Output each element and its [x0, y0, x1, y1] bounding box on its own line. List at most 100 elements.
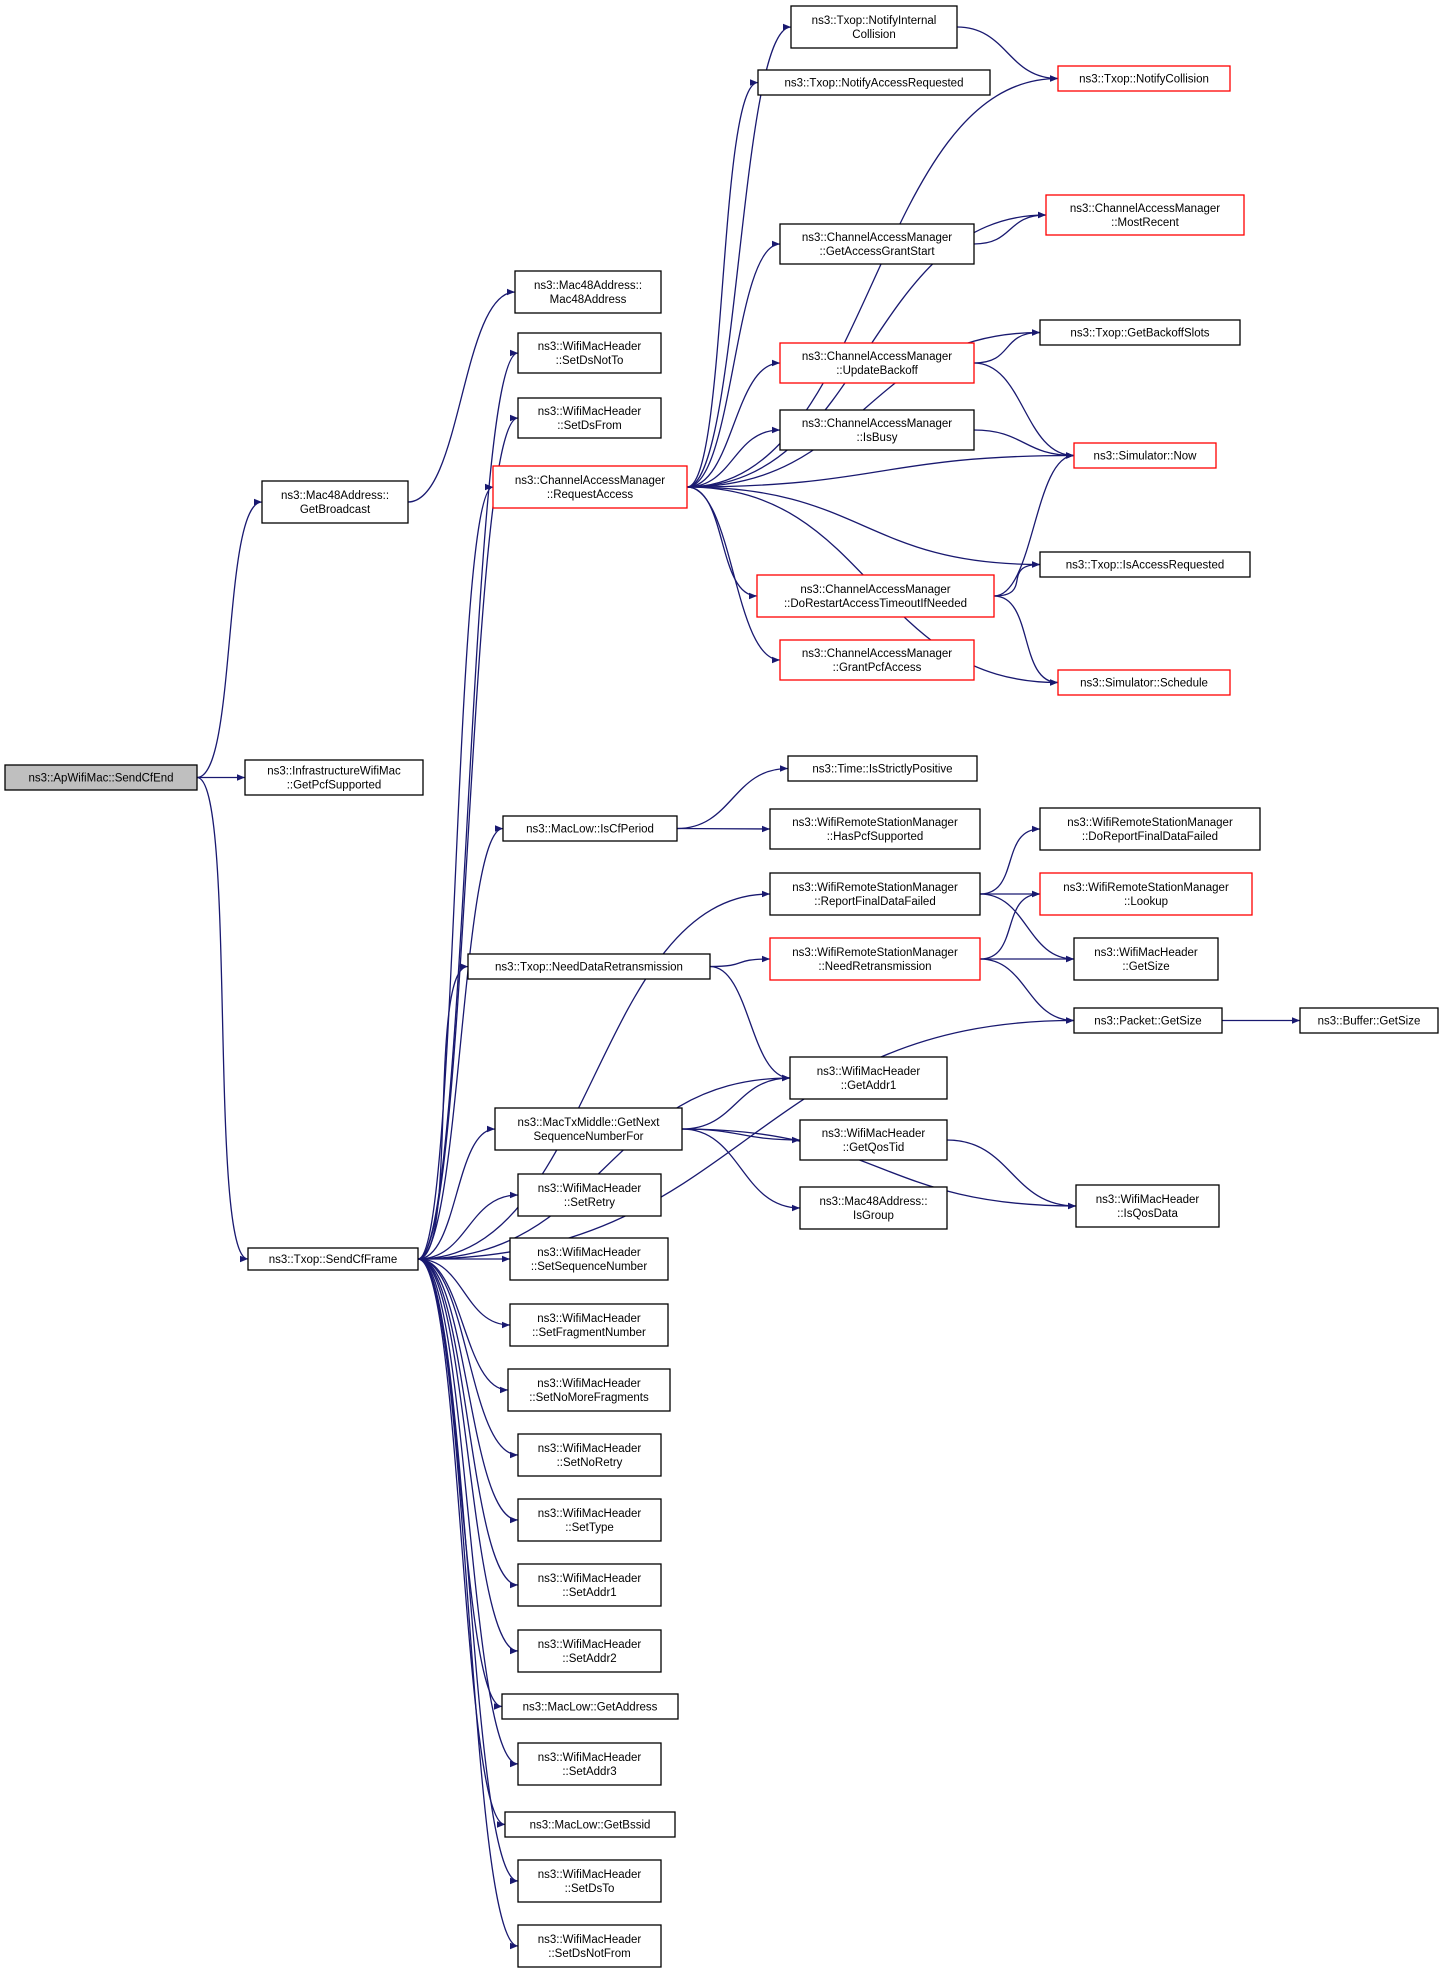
node-label: ns3::ChannelAccessManager — [515, 475, 665, 487]
node-is-busy[interactable]: ns3::ChannelAccessManager::IsBusy — [779, 409, 975, 451]
edge-get-next-seq-to-get-qos-tid — [681, 1128, 801, 1144]
node-label: ns3::WifiMacHeader — [538, 1573, 642, 1585]
node-set-no-more-frag[interactable]: ns3::WifiMacHeader::SetNoMoreFragments — [507, 1368, 671, 1412]
node-set-seq-num[interactable]: ns3::WifiMacHeader::SetSequenceNumber — [509, 1237, 669, 1281]
node-set-addr1[interactable]: ns3::WifiMacHeader::SetAddr1 — [517, 1563, 662, 1607]
node-get-addr1[interactable]: ns3::WifiMacHeader::GetAddr1 — [789, 1056, 948, 1100]
node-get-access-grant-start[interactable]: ns3::ChannelAccessManager::GetAccessGran… — [779, 223, 975, 265]
node-do-report-final[interactable]: ns3::WifiRemoteStationManager::DoReportF… — [1039, 807, 1261, 851]
edge-request-access-to-update-backoff — [686, 359, 781, 488]
edge-send-cf-frame-to-get-next-seq — [417, 1125, 496, 1260]
node-label: ::MostRecent — [1111, 217, 1180, 229]
node-set-retry[interactable]: ns3::WifiMacHeader::SetRetry — [517, 1173, 662, 1217]
node-mac48ctor[interactable]: ns3::Mac48Address::Mac48Address — [514, 270, 662, 314]
function-nodes: ns3::ApWifiMac::SendCfEndns3::Mac48Addre… — [4, 5, 1439, 1968]
edge-get-next-seq-to-is-qos-data — [681, 1128, 1077, 1210]
node-label: ::ReportFinalDataFailed — [814, 896, 935, 908]
node-notify-access-requested[interactable]: ns3::Txop::NotifyAccessRequested — [757, 69, 991, 96]
node-label: ::SetNoMoreFragments — [529, 1392, 649, 1404]
node-get-address[interactable]: ns3::MacLow::GetAddress — [501, 1693, 679, 1720]
node-label: ns3::Simulator::Now — [1094, 451, 1198, 463]
node-report-final[interactable]: ns3::WifiRemoteStationManager::ReportFin… — [769, 872, 981, 916]
node-label: ns3::WifiMacHeader — [538, 1934, 642, 1946]
node-get-pcf-supported[interactable]: ns3::InfrastructureWifiMac::GetPcfSuppor… — [244, 759, 424, 796]
edge-is-cf-period-to-has-pcf-supported — [676, 825, 771, 833]
node-label: ns3::MacLow::GetBssid — [530, 1820, 651, 1832]
node-has-pcf-supported[interactable]: ns3::WifiRemoteStationManager::HasPcfSup… — [769, 808, 981, 850]
node-box — [507, 1368, 671, 1412]
node-is-strictly-positive[interactable]: ns3::Time::IsStrictlyPositive — [787, 755, 978, 782]
node-set-no-retry[interactable]: ns3::WifiMacHeader::SetNoRetry — [517, 1433, 662, 1477]
node-hdr-get-size[interactable]: ns3::WifiMacHeader::GetSize — [1073, 937, 1219, 981]
node-set-addr2[interactable]: ns3::WifiMacHeader::SetAddr2 — [517, 1629, 662, 1673]
edge-send-cf-frame-to-get-addr1 — [417, 1074, 791, 1260]
node-label: ns3::WifiMacHeader — [538, 1639, 642, 1651]
node-send-cf-frame[interactable]: ns3::Txop::SendCfFrame — [247, 1247, 419, 1271]
node-label: ns3::WifiMacHeader — [537, 1247, 641, 1259]
node-label: ::SetDsNotFrom — [548, 1948, 630, 1960]
node-need-retx[interactable]: ns3::WifiRemoteStationManager::NeedRetra… — [769, 937, 981, 981]
edge-is-cf-period-to-is-strictly-positive — [676, 765, 789, 830]
edge-request-access-to-sim-now — [686, 452, 1075, 488]
node-do-restart[interactable]: ns3::ChannelAccessManager::DoRestartAcce… — [756, 574, 995, 618]
edge-report-final-to-hdr-get-size — [979, 893, 1075, 963]
node-label: ns3::WifiMacHeader — [538, 1752, 642, 1764]
node-box — [779, 342, 975, 384]
node-label: ::GetPcfSupported — [287, 780, 382, 792]
edge-get-qos-tid-to-is-qos-data — [946, 1139, 1077, 1210]
node-is-cf-period[interactable]: ns3::MacLow::IsCfPeriod — [502, 815, 678, 842]
node-box — [1039, 872, 1253, 916]
node-box — [1057, 65, 1231, 92]
node-box — [779, 639, 975, 681]
node-box — [504, 1811, 676, 1838]
node-label: ::SetSequenceNumber — [531, 1261, 648, 1273]
node-get-backoff-slots[interactable]: ns3::Txop::GetBackoffSlots — [1039, 319, 1241, 346]
node-grant-pcf[interactable]: ns3::ChannelAccessManager::GrantPcfAcces… — [779, 639, 975, 681]
node-is-access-requested[interactable]: ns3::Txop::IsAccessRequested — [1039, 551, 1251, 578]
node-root[interactable]: ns3::ApWifiMac::SendCfEnd — [4, 764, 198, 791]
node-sim-now[interactable]: ns3::Simulator::Now — [1073, 442, 1217, 469]
edge-send-cf-frame-to-set-ds-not-from — [417, 1258, 519, 1950]
node-get-qos-tid[interactable]: ns3::WifiMacHeader::GetQosTid — [799, 1119, 948, 1161]
node-set-frag-num[interactable]: ns3::WifiMacHeader::SetFragmentNumber — [509, 1303, 669, 1347]
node-is-group[interactable]: ns3::Mac48Address::IsGroup — [799, 1186, 948, 1230]
edge-do-restart-to-sim-now — [993, 452, 1075, 597]
node-label: GetBroadcast — [300, 504, 371, 516]
edge-request-access-to-notify-access-requested — [686, 79, 759, 488]
node-label: ns3::WifiMacHeader — [538, 1869, 642, 1881]
node-need-data-retx[interactable]: ns3::Txop::NeedDataRetransmission — [467, 953, 711, 980]
node-label: ns3::WifiMacHeader — [1094, 947, 1198, 959]
node-label: ::SetType — [565, 1522, 614, 1534]
node-most-recent[interactable]: ns3::ChannelAccessManager::MostRecent — [1045, 194, 1245, 236]
node-get-broadcast[interactable]: ns3::Mac48Address::GetBroadcast — [261, 480, 409, 524]
node-set-type[interactable]: ns3::WifiMacHeader::SetType — [517, 1498, 662, 1542]
edge-request-access-to-grant-pcf — [686, 486, 781, 664]
node-get-bssid[interactable]: ns3::MacLow::GetBssid — [504, 1811, 676, 1838]
node-is-qos-data[interactable]: ns3::WifiMacHeader::IsQosData — [1075, 1184, 1220, 1228]
node-set-ds-not-to[interactable]: ns3::WifiMacHeader::SetDsNotTo — [517, 332, 662, 374]
node-set-ds-not-from[interactable]: ns3::WifiMacHeader::SetDsNotFrom — [517, 1924, 662, 1968]
node-buffer-get-size[interactable]: ns3::Buffer::GetSize — [1299, 1007, 1439, 1034]
node-label: SequenceNumberFor — [534, 1131, 644, 1143]
node-label: ns3::MacTxMiddle::GetNext — [518, 1117, 661, 1129]
node-notify-collision[interactable]: ns3::Txop::NotifyCollision — [1057, 65, 1231, 92]
edge-need-data-retx-to-need-retx — [709, 955, 771, 968]
node-lookup[interactable]: ns3::WifiRemoteStationManager::Lookup — [1039, 872, 1253, 916]
node-label: ns3::Txop::NotifyCollision — [1079, 74, 1209, 86]
node-label: ns3::Txop::IsAccessRequested — [1066, 560, 1225, 572]
node-sim-schedule[interactable]: ns3::Simulator::Schedule — [1057, 669, 1231, 696]
node-set-ds-from[interactable]: ns3::WifiMacHeader::SetDsFrom — [517, 397, 662, 439]
node-box — [1045, 194, 1245, 236]
node-set-addr3[interactable]: ns3::WifiMacHeader::SetAddr3 — [517, 1742, 662, 1786]
node-label: ns3::WifiMacHeader — [817, 1066, 921, 1078]
node-get-next-seq[interactable]: ns3::MacTxMiddle::GetNextSequenceNumberF… — [494, 1107, 683, 1151]
node-set-ds-to[interactable]: ns3::WifiMacHeader::SetDsTo — [517, 1859, 662, 1903]
node-packet-get-size[interactable]: ns3::Packet::GetSize — [1073, 1007, 1223, 1034]
node-box — [247, 1247, 419, 1271]
node-label: ::UpdateBackoff — [836, 365, 918, 377]
node-update-backoff[interactable]: ns3::ChannelAccessManager::UpdateBackoff — [779, 342, 975, 384]
node-request-access[interactable]: ns3::ChannelAccessManager::RequestAccess — [492, 465, 688, 509]
edge-send-cf-frame-to-set-no-more-frag — [417, 1258, 509, 1394]
node-label: ::SetRetry — [564, 1197, 615, 1209]
